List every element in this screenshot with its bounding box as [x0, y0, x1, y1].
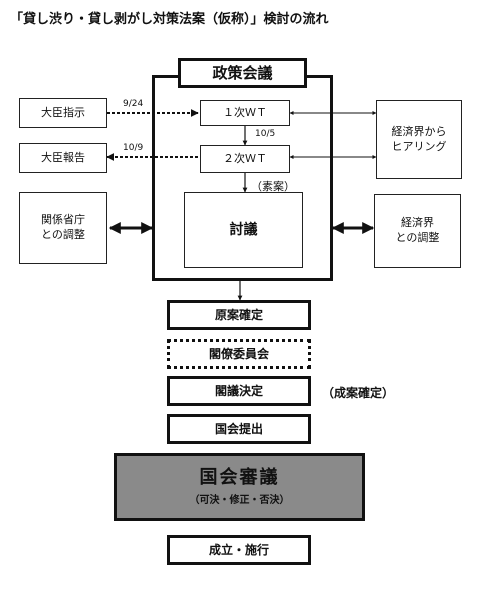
- diet-deliberation-sub: （可決・修正・否決）: [189, 495, 290, 507]
- date-wt2-start: 10/5: [255, 129, 276, 139]
- wt1-label: １次ＷＴ: [223, 105, 267, 119]
- cabinet-decision-label: 閣議決定: [214, 383, 263, 398]
- cabinet-decision-box: 閣議決定: [167, 376, 311, 406]
- wt1-box: １次ＷＴ: [200, 100, 290, 126]
- draft-final-box: 原案確定: [167, 300, 311, 330]
- business-coordination-label-1: 経済界: [401, 216, 434, 230]
- wt2-box: ２次ＷＴ: [200, 145, 290, 173]
- ministries-coordination-box: 関係省庁 との調整: [19, 192, 107, 264]
- business-hearing-label-1: 経済界から: [391, 124, 447, 138]
- policy-council-title: 政策会議: [212, 63, 273, 82]
- vice-ministers-box: 閣僚委員会: [167, 339, 311, 369]
- submission-label: 国会提出: [214, 421, 263, 436]
- minister-report-label: 大臣報告: [41, 150, 85, 164]
- diet-deliberation-box: 国会審議 （可決・修正・否決）: [114, 453, 365, 521]
- business-hearing-label-2: ヒアリング: [391, 139, 447, 153]
- business-hearing-box: 経済界から ヒアリング: [376, 100, 462, 179]
- business-coordination-label-2: との調整: [395, 231, 440, 244]
- minister-instruction-label: 大臣指示: [41, 105, 85, 119]
- draft-final-label: 原案確定: [214, 307, 263, 322]
- date-instruction: 9/24: [123, 99, 144, 109]
- discussion-box: 討議: [184, 192, 303, 268]
- wt2-label: ２次ＷＴ: [223, 151, 267, 165]
- draft-label: （素案）: [251, 180, 295, 193]
- minister-report-box: 大臣報告: [19, 143, 107, 173]
- vice-ministers-label: 閣僚委員会: [208, 346, 269, 361]
- ministries-coordination-label-1: 関係省庁: [41, 213, 85, 227]
- policy-council-title-box: 政策会議: [178, 58, 307, 88]
- date-report: 10/9: [123, 143, 144, 153]
- business-coordination-box: 経済界 との調整: [374, 194, 461, 268]
- page-title: 「貸し渋り・貸し剥がし対策法案（仮称）」検討の流れ: [10, 12, 329, 27]
- diet-deliberation-label: 国会審議: [199, 467, 280, 489]
- submission-box: 国会提出: [167, 414, 311, 444]
- bill-finalized-label: （成案確定）: [322, 386, 395, 400]
- minister-instruction-box: 大臣指示: [19, 98, 107, 128]
- enactment-label: 成立・施行: [208, 542, 269, 557]
- enactment-box: 成立・施行: [167, 535, 311, 565]
- ministries-coordination-label-2: との調整: [41, 228, 85, 241]
- discussion-label: 討議: [229, 221, 258, 238]
